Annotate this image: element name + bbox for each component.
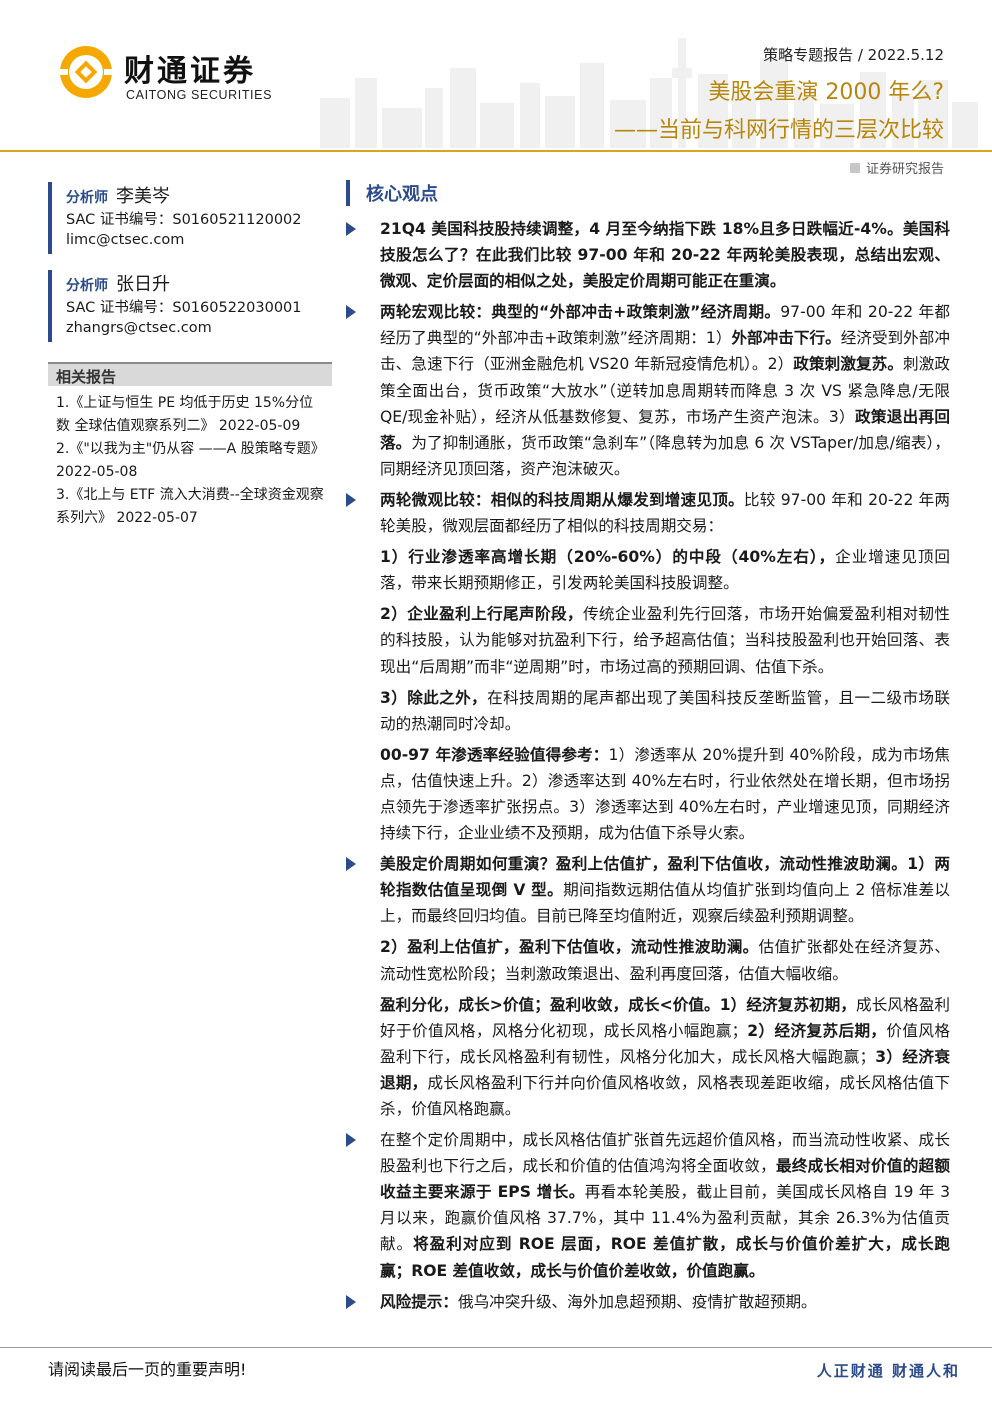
analyst-role: 分析师 (66, 190, 108, 206)
analyst-accent-bar (48, 270, 52, 342)
bullet-arrow-icon (346, 1133, 356, 1148)
analyst-accent-bar (48, 182, 52, 254)
paragraph-bold-text: 两轮宏观比较：典型的“外部冲击+政策刺激”经济周期。 (380, 303, 781, 322)
analyst-sac-number: SAC 证书编号：S0160521120002 (66, 212, 302, 228)
footer-disclaimer-note: 请阅读最后一页的重要声明! (48, 1360, 247, 1379)
paragraph-text: 21Q4 美国科技股持续调整，4 月至今纳指下跌 18%且多日跌幅近-4%。美国… (380, 220, 950, 291)
sub-paragraph: 2）企业盈利上行尾声阶段，传统企业盈利先行回落，市场开始偏爱盈利相对韧性的科技股… (346, 601, 950, 679)
analyst-name: 李美岑 (116, 186, 170, 207)
bullet-arrow-icon (346, 1294, 356, 1309)
core-views-body: 21Q4 美国科技股持续调整，4 月至今纳指下跌 18%且多日跌幅近-4%。美国… (346, 216, 950, 1320)
analyst-email-link[interactable]: zhangrs@ctsec.com (66, 320, 212, 336)
analyst-email-link[interactable]: limc@ctsec.com (66, 232, 185, 248)
paragraph-text: 传统企业盈利先行回落，市场开始偏爱盈利相对韧性的科技股，认为能够对抗盈利下行，给… (380, 605, 950, 676)
brand-name-cn: 财通证券 (124, 54, 256, 89)
footer-divider (0, 1347, 992, 1348)
paragraph-text: 刺激政策全面出台，货币政策“大放水”（逆转加息周期转而降息 3 次 VS 紧急降… (380, 355, 950, 426)
header-divider (0, 150, 992, 152)
skyline-watermark (320, 38, 978, 148)
paragraph-text: 期间指数远期估值从均值扩张到均值向上 2 倍标准差以上，而最终回归均值。目前已降… (380, 881, 950, 926)
paragraph-bold-text: 00-97 年渗透率经验值得参考： (380, 745, 609, 764)
paragraph-bold-text: 外部冲击下行。 (731, 329, 841, 348)
paragraph-text: 成长风格盈利下行并向价值风格收敛，风格表现差距收缩，成长风格估值下杀，价值风格跑… (380, 1073, 950, 1118)
paragraph-text: 97-00 年和 20-22 年都经历了典型的“外部冲击+政策刺激”经济周期：1… (380, 303, 950, 348)
paragraph-bold-text: 2）盈利上估值扩，盈利下估值收，流动性推波助澜。 (380, 938, 759, 957)
related-reports-header: 相关报告 (48, 362, 332, 386)
paragraph-bold-text: 2）经济复苏后期， (747, 1021, 887, 1040)
paragraph-bold-text: 盈利分化，成长>价值；盈利收敛，成长<价值。1）经济复苏初期， (380, 995, 857, 1014)
bullet-paragraph: 21Q4 美国科技股持续调整，4 月至今纳指下跌 18%且多日跌幅近-4%。美国… (346, 216, 950, 294)
paragraph-bold-text: 最终成长相对价值的超额收益主要来源于 EPS 增长。 (380, 1157, 950, 1202)
paragraph-bold-text: 3）除此之外， (380, 688, 488, 707)
related-reports-list: 1.《上证与恒生 PE 均低于历史 15%分位数 全球估值观察系列二》 2022… (56, 392, 326, 530)
report-category-tag: 证券研究报告 (849, 158, 944, 177)
report-subtitle: ——当前与科网行情的三层次比较 (613, 118, 944, 143)
paragraph-text: 估值扩张都处在经济复苏、流动性宽松阶段；当刺激政策退出、盈利再度回落，估值大幅收… (380, 938, 950, 983)
paragraph-text: 经济受到外部冲击、急速下行（亚洲金融危机 VS20 年新冠疫情危机）。2） (380, 329, 950, 374)
bullet-paragraph: 风险提示：俄乌冲突升级、海外加息超预期、疫情扩散超预期。 (346, 1289, 950, 1315)
paragraph-text: 企业增速见顶回落，带来长期预期修正，引发两轮美国科技股调整。 (380, 548, 950, 593)
risk-warning-label: 风险提示： (380, 1292, 458, 1311)
related-reports-title: 相关报告 (56, 368, 117, 386)
report-title: 美股会重演 2000 年么? (708, 80, 944, 105)
paragraph-bold-text: 1）行业渗透率高增长期（20%-60%）的中段（40%左右）， (380, 548, 836, 567)
paragraph-text: 在科技周期的尾声都出现了美国科技反垄断监管，且一二级市场联动的热潮同时冷却。 (380, 688, 950, 733)
bullet-arrow-icon (346, 492, 356, 507)
report-category-label: 证券研究报告 (865, 162, 944, 177)
related-report-item[interactable]: 1.《上证与恒生 PE 均低于历史 15%分位数 全球估值观察系列二》 2022… (56, 395, 314, 434)
paragraph-text: 成长风格盈利好于价值风格，风格分化初现，成长风格小幅跑赢； (380, 995, 950, 1040)
risk-warning-text: 俄乌冲突升级、海外加息超预期、疫情扩散超预期。 (457, 1292, 817, 1311)
paragraph-text: 1）渗透率从 20%提升到 40%阶段，成为市场焦点，估值快速上升。2）渗透率达… (380, 745, 950, 843)
related-report-item[interactable]: 2.《"以我为主"仍从容 ——A 股策略专题》 2022-05-08 (56, 441, 325, 480)
bullet-arrow-icon (346, 857, 356, 872)
report-type-date: 策略专题报告 / 2022.5.12 (763, 46, 944, 64)
sub-paragraph: 2）盈利上估值扩，盈利下估值收，流动性推波助澜。估值扩张都处在经济复苏、流动性宽… (346, 934, 950, 986)
bullet-paragraph: 在整个定价周期中，成长风格估值扩张首先远超价值风格，而当流动性收紧、成长股盈利也… (346, 1127, 950, 1284)
paragraph-bold-text: 政策退出再回落。 (380, 407, 950, 452)
analyst-role: 分析师 (66, 278, 108, 294)
bullet-paragraph: 两轮微观比较：相似的科技周期从爆发到增速见顶。比较 97-00 年和 20-22… (346, 487, 950, 539)
sub-paragraph: 3）除此之外，在科技周期的尾声都出现了美国科技反垄断监管，且一二级市场联动的热潮… (346, 685, 950, 737)
sub-paragraph: 00-97 年渗透率经验值得参考：1）渗透率从 20%提升到 40%阶段，成为市… (346, 742, 950, 846)
paragraph-bold-text: 3）经济衰退期， (380, 1047, 950, 1092)
sub-paragraph: 盈利分化，成长>价值；盈利收敛，成长<价值。1）经济复苏初期，成长风格盈利好于价… (346, 992, 950, 1122)
related-report-item[interactable]: 3.《北上与 ETF 流入大消费--全球资金观察系列六》 2022-05-07 (56, 487, 324, 526)
analyst-name: 张日升 (116, 274, 170, 295)
sub-paragraph: 1）行业渗透率高增长期（20%-60%）的中段（40%左右），企业增速见顶回落，… (346, 544, 950, 596)
analyst-sac-number: SAC 证书编号：S0160522030001 (66, 300, 302, 316)
paragraph-text: 为了抑制通胀，货币政策“急刹车”（降息转为加息 6 次 VSTaper/加息/缩… (380, 433, 950, 478)
bullet-arrow-icon (346, 305, 356, 320)
bullet-paragraph: 两轮宏观比较：典型的“外部冲击+政策刺激”经济周期。97-00 年和 20-22… (346, 299, 950, 482)
caitong-logo-icon (56, 46, 116, 98)
section-title: 核心观点 (366, 184, 438, 205)
paragraph-bold-text: 美股定价周期如何重演？盈利上估值扩，盈利下估值收，流动性推波助澜。1）两轮指数估… (380, 855, 950, 900)
bullet-paragraph: 美股定价周期如何重演？盈利上估值扩，盈利下估值收，流动性推波助澜。1）两轮指数估… (346, 851, 950, 929)
paragraph-text: 再看本轮美股，截止目前，美国成长风格自 19 年 3 月以来，跑赢价值风格 37… (380, 1183, 951, 1254)
paragraph-bold-text: 政策刺激复苏。 (793, 355, 904, 374)
paragraph-text: 比较 97-00 年和 20-22 年两轮美股，微观层面都经历了相似的科技周期交… (380, 490, 950, 536)
square-icon (849, 162, 860, 173)
brand-name-en: CAITONG SECURITIES (126, 88, 273, 102)
bullet-arrow-icon (346, 222, 356, 236)
paragraph-bold-text: 将盈利对应到 ROE 层面，ROE 差值扩散，成长与价值价差扩大，成长跑赢；RO… (380, 1235, 950, 1280)
paragraph-bold-text: 2）企业盈利上行尾声阶段， (380, 605, 583, 624)
core-views-heading: 核心观点 (346, 180, 438, 206)
paragraph-text: 价值风格盈利下行，成长风格盈利有韧性，风格分化加大，成长风格大幅跑赢； (380, 1021, 950, 1066)
section-accent-bar (346, 180, 350, 206)
footer-slogan: 人正财通 财通人和 (816, 1362, 960, 1380)
paragraph-bold-text: 两轮微观比较：相似的科技周期从爆发到增速见顶。 (380, 490, 744, 509)
paragraph-text: 在整个定价周期中，成长风格估值扩张首先远超价值风格，而当流动性收紧、成长股盈利也… (380, 1131, 950, 1176)
